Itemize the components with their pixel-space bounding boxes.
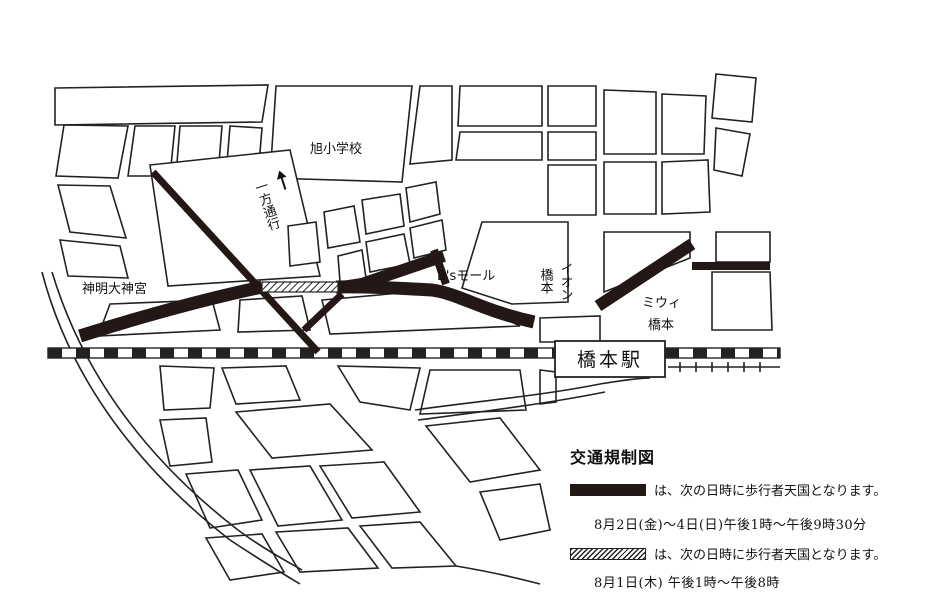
legend-row-hatched: は、次の日時に歩行者天国となります。: [570, 544, 886, 563]
station-label: 橋本駅: [577, 349, 643, 371]
legend-hatched-time: 8月1日(木) 午後1時～午後8時: [594, 576, 780, 591]
label-asahi-school: 旭小学校: [310, 141, 362, 157]
legend-row-solid: は、次の日時に歩行者天国となります。: [570, 480, 886, 499]
legend-solid-time: 8月2日(金)～4日(日)午後1時～午後9時30分: [594, 518, 867, 533]
blocks-northwest: [54, 84, 453, 287]
blocks-northeast: [455, 73, 773, 331]
railway: [47, 347, 781, 372]
solid-swatch-icon: [570, 483, 646, 496]
legend-hatched-text: は、次の日時に歩行者天国となります。: [654, 548, 887, 563]
label-aeon-sub: 橋本: [538, 268, 554, 294]
legend: 交通規制図 は、次の日時に歩行者天国となります。 8月2日(金)～4日(日)午後…: [560, 438, 940, 608]
label-miwi: ミウィ: [642, 296, 681, 311]
blocks-south: [159, 365, 557, 581]
label-bs-mall: B'sモール: [437, 269, 495, 284]
hatched-swatch-icon: [570, 547, 646, 560]
pedestrian-zone-solid: [78, 169, 770, 355]
station-building: 橋本駅: [554, 340, 666, 378]
label-miwi-sub: 橋本: [648, 318, 674, 333]
label-aeon: イオン: [558, 262, 573, 301]
arrow-up-icon: [277, 170, 287, 190]
legend-solid-text: は、次の日時に歩行者天国となります。: [654, 484, 887, 499]
outer-roads: [41, 271, 651, 585]
label-shinmei-shrine: 神明大神宮: [82, 281, 147, 297]
pedestrian-zone-hatched: [261, 281, 339, 293]
legend-title: 交通規制図: [570, 448, 656, 467]
